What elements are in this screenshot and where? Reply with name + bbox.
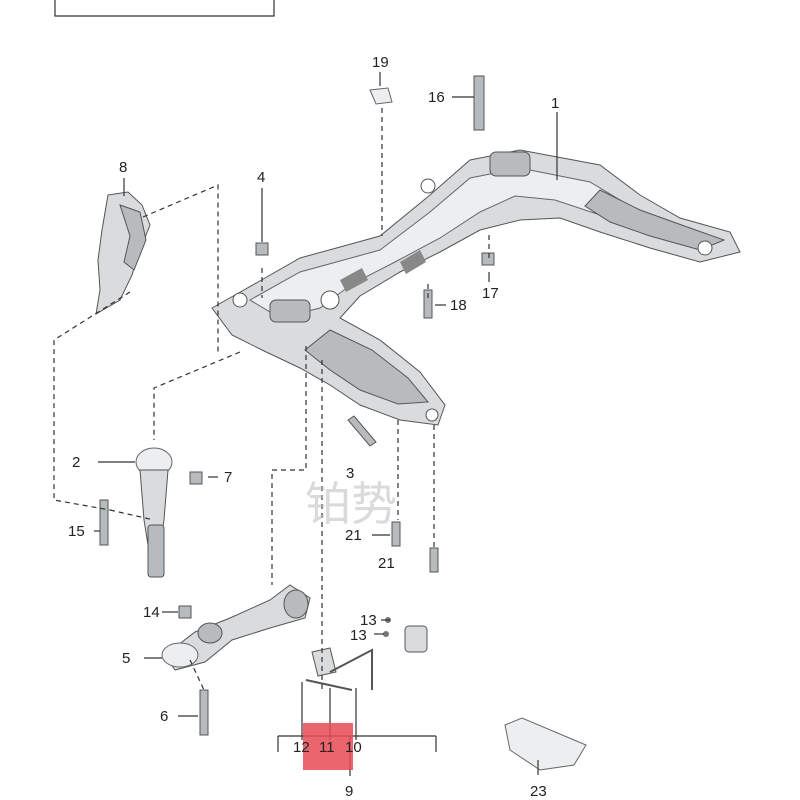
dashed-assembly-lines bbox=[53, 108, 490, 691]
nut-part-14 bbox=[178, 605, 192, 619]
control-arm-part-5 bbox=[161, 584, 311, 671]
bolt-part-21b bbox=[429, 547, 439, 573]
sensor-linkage bbox=[305, 617, 428, 691]
callout-6: 6 bbox=[160, 708, 168, 725]
bolt-part-15 bbox=[99, 499, 109, 546]
mount-part-2 bbox=[135, 447, 173, 578]
callout-1: 1 bbox=[551, 95, 559, 112]
subframe bbox=[211, 149, 741, 426]
watermark-text: 铂势 bbox=[305, 477, 397, 531]
highlight-box bbox=[303, 723, 353, 770]
bolt-part-3 bbox=[347, 415, 377, 447]
callout-17: 17 bbox=[482, 285, 499, 302]
callout-13a: 13 bbox=[360, 612, 377, 629]
callout-8: 8 bbox=[119, 159, 127, 176]
callout-13b: 13 bbox=[350, 627, 367, 644]
callout-19: 19 bbox=[372, 54, 389, 71]
callout-23: 23 bbox=[530, 783, 547, 800]
nut-part-7 bbox=[189, 471, 203, 485]
bolt-part-18 bbox=[423, 289, 433, 319]
callout-14: 14 bbox=[143, 604, 160, 621]
callout-10: 10 bbox=[345, 739, 362, 756]
callout-15: 15 bbox=[68, 523, 85, 540]
sleeve-part-23 bbox=[504, 717, 587, 771]
callout-5: 5 bbox=[122, 650, 130, 667]
bolt-part-6 bbox=[199, 689, 209, 736]
stud-part-16 bbox=[473, 75, 485, 131]
callout-7: 7 bbox=[224, 469, 232, 486]
bolt-part-21a bbox=[391, 521, 401, 547]
callout-9: 9 bbox=[345, 783, 353, 800]
nut-part-17 bbox=[481, 252, 495, 266]
nut-part-4 bbox=[255, 242, 269, 256]
callout-21a: 21 bbox=[345, 527, 362, 544]
callout-4: 4 bbox=[257, 169, 265, 186]
callout-16: 16 bbox=[428, 89, 445, 106]
header-frame bbox=[54, 0, 275, 17]
callout-2: 2 bbox=[72, 454, 80, 471]
callout-18: 18 bbox=[450, 297, 467, 314]
callout-12: 12 bbox=[293, 739, 310, 756]
callout-11: 11 bbox=[319, 739, 335, 756]
callout-3: 3 bbox=[346, 465, 354, 482]
callout-21b: 21 bbox=[378, 555, 395, 572]
clip-part-19 bbox=[369, 87, 393, 105]
